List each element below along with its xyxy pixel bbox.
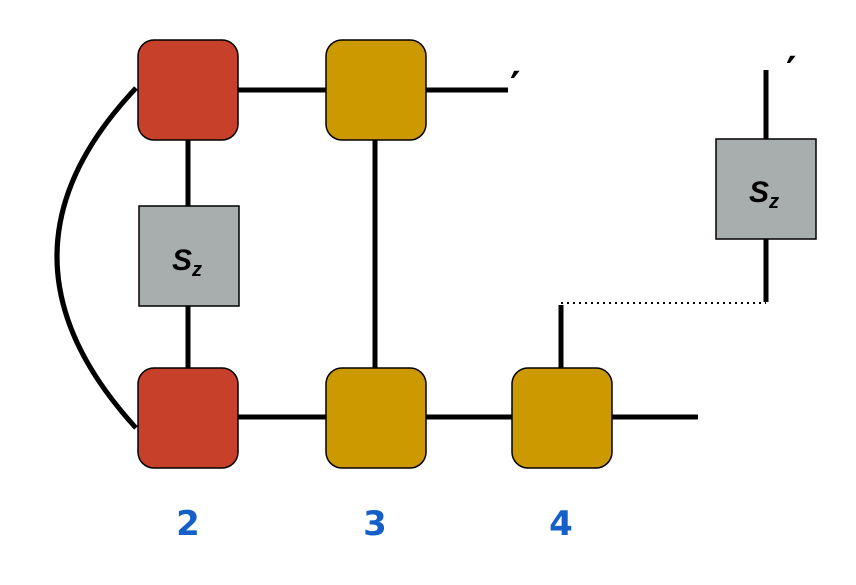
operator-right-subscript: z — [768, 191, 779, 213]
operator-right-label: Sz — [749, 176, 779, 213]
operator-left-box — [138, 205, 240, 307]
site-label-3: 3 — [363, 504, 387, 544]
prime-mark-right-leg: ′ — [786, 49, 797, 95]
tensors — [137, 39, 613, 469]
operator-right: Sz — [715, 138, 817, 240]
site-labels: 2 3 4 — [176, 504, 573, 544]
operator-left-subscript: z — [191, 259, 202, 281]
site-label-2: 2 — [176, 504, 200, 544]
operator-left: Sz — [138, 205, 240, 307]
operator-right-symbol: S — [749, 176, 769, 209]
prime-mark-top-row: ′ — [510, 64, 521, 110]
operator-left-label: Sz — [172, 244, 202, 281]
arc-bond — [54, 86, 138, 430]
tensor-3-bottom — [325, 367, 427, 469]
tensor-4-bottom — [511, 367, 613, 469]
site-label-4: 4 — [549, 504, 573, 544]
tensor-2-top — [137, 39, 239, 141]
tensor-2-bottom — [137, 367, 239, 469]
operator-left-symbol: S — [172, 244, 192, 277]
operator-right-box — [715, 138, 817, 240]
tensor-3-top — [325, 39, 427, 141]
wires — [54, 70, 769, 430]
